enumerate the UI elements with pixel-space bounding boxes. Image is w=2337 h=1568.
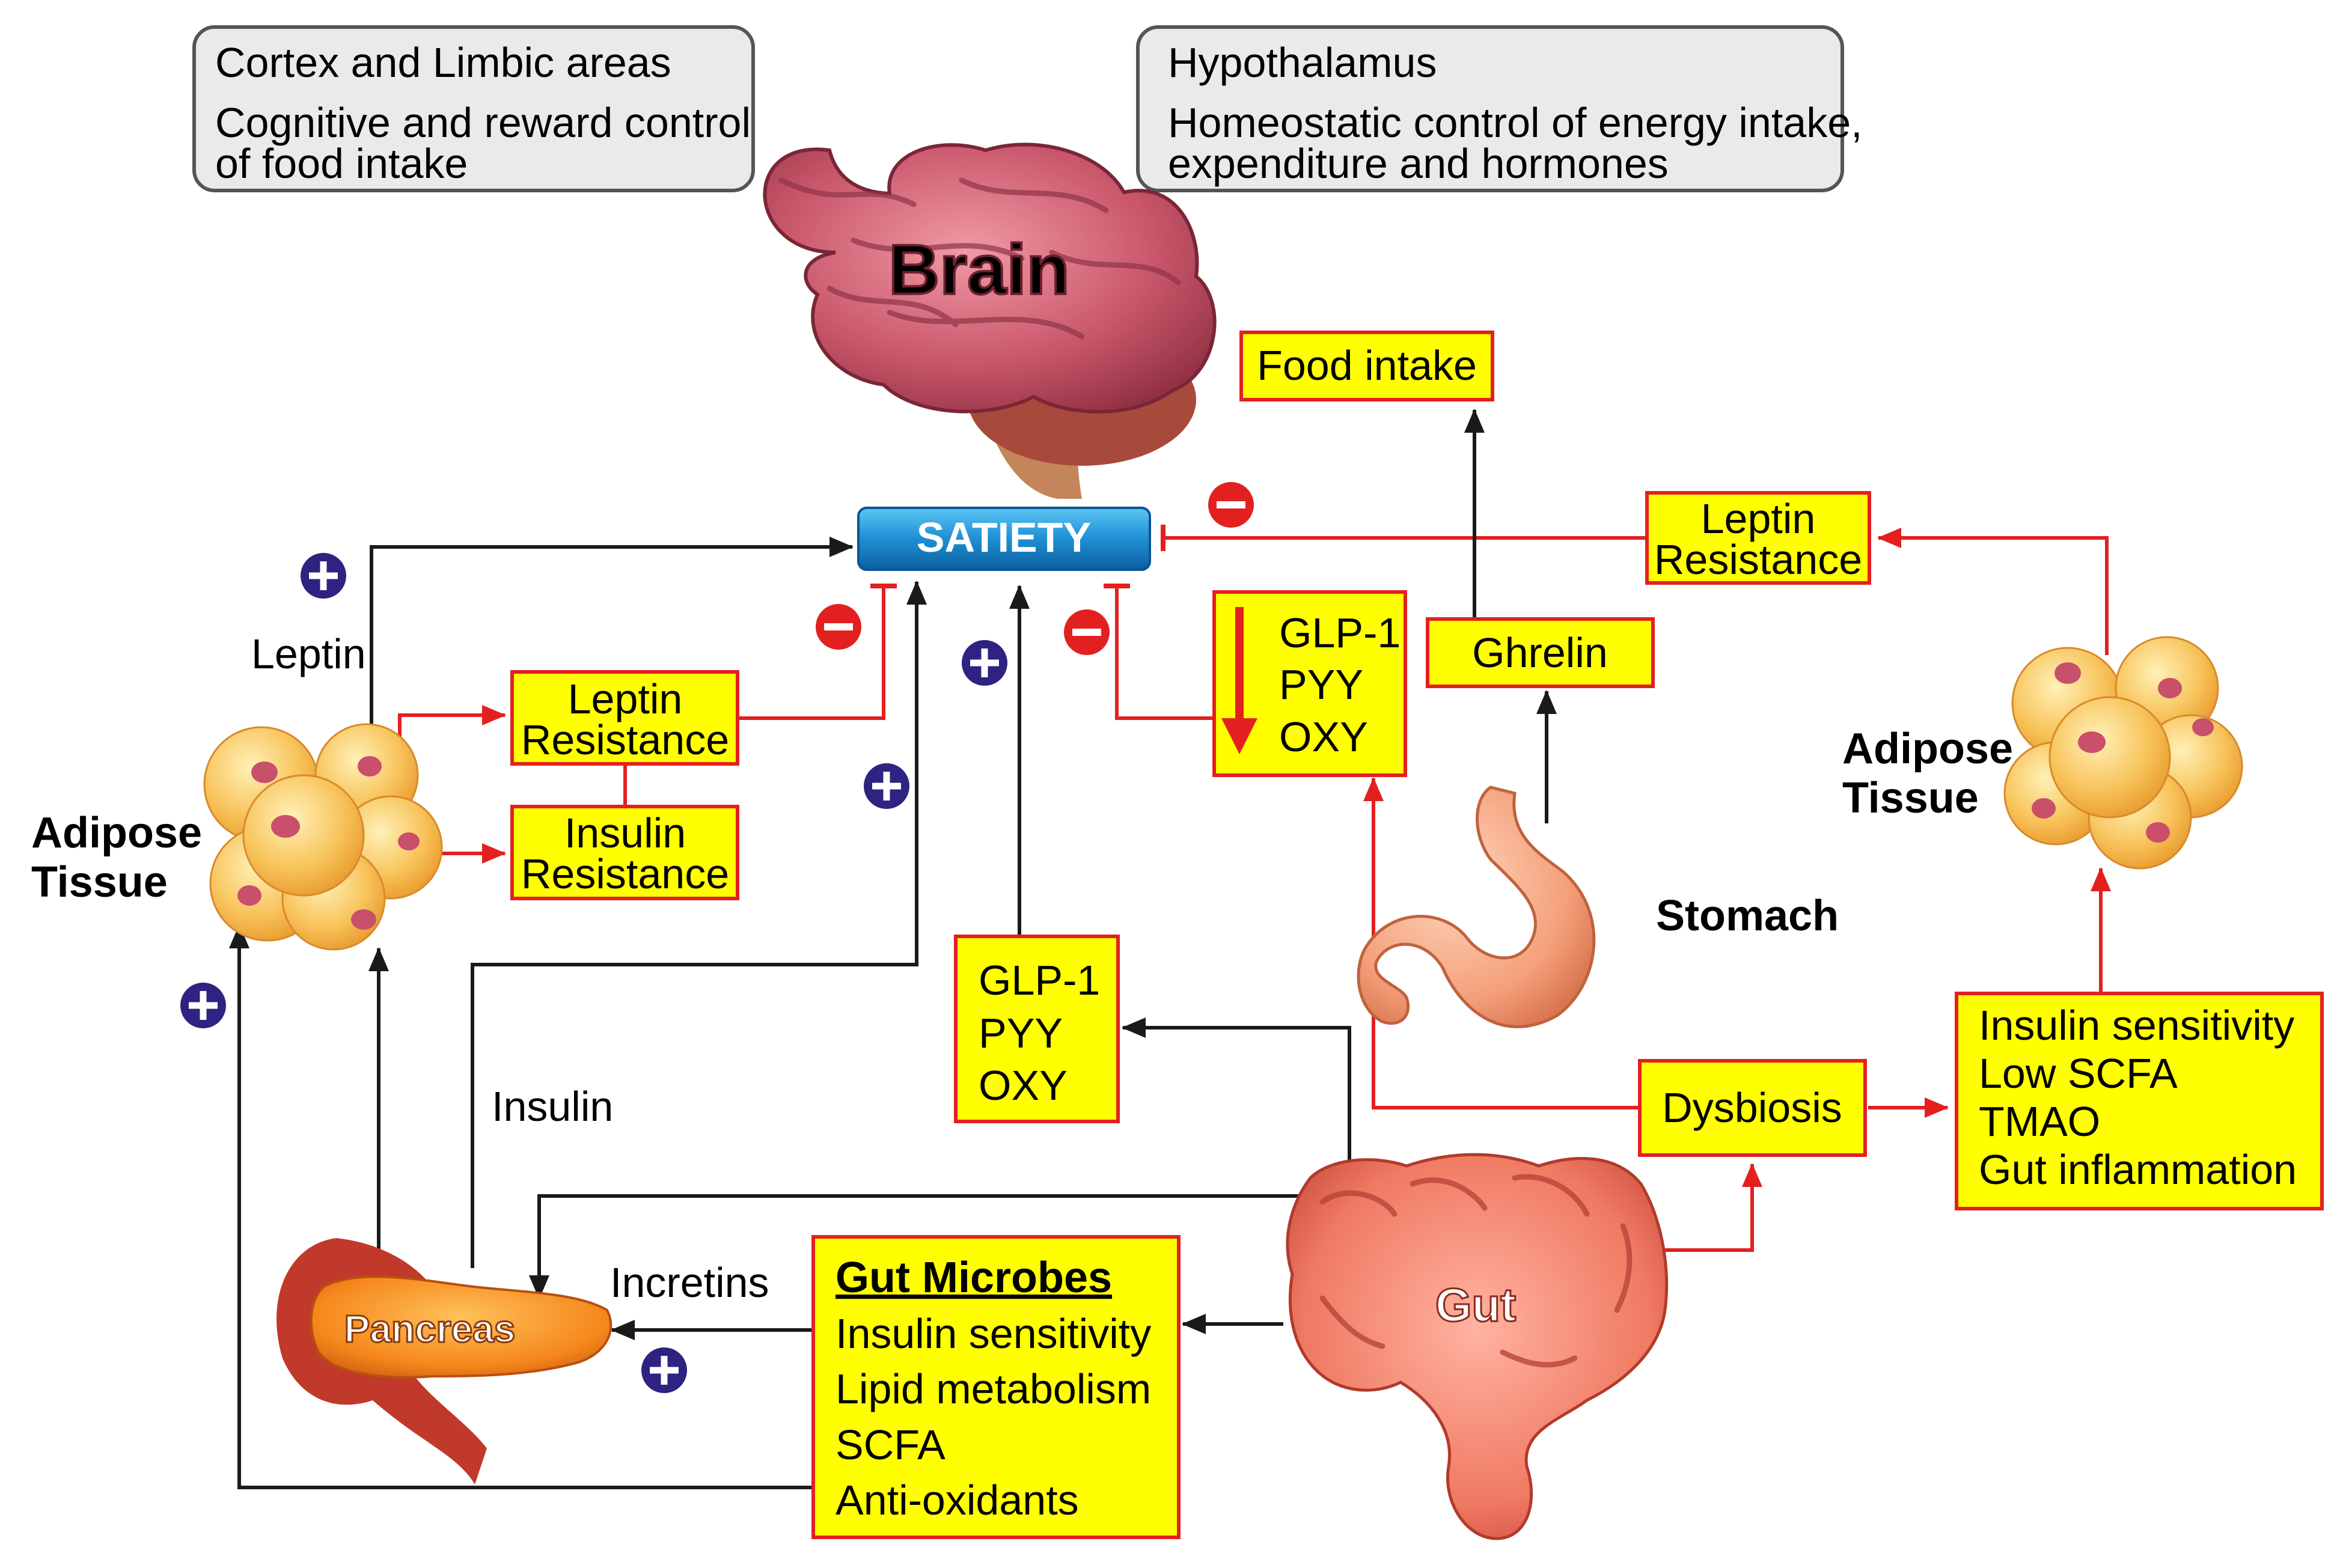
cortex-line-2: of food intake [215, 140, 468, 187]
stomach-illustration [1357, 786, 1596, 1028]
leptin-resistance-left-line-1: Leptin [568, 676, 683, 722]
brain-label: Brain [888, 230, 1070, 310]
dysbiosis-effects-box: Insulin sensitivity Low SCFA TMAO Gut in… [1955, 992, 2324, 1210]
stomach-label: Stomach [1656, 892, 1839, 940]
adipose-tissue-left-illustration [203, 723, 443, 951]
insulin-resistance-line-1: Insulin [564, 810, 686, 856]
decreased-hormone-2: PYY [1279, 661, 1363, 708]
gut-illustration: Gut [1286, 1153, 1669, 1540]
gut-hormones-box: GLP-1 PYY OXY [954, 935, 1120, 1123]
satiety-box: SATIETY [857, 507, 1151, 571]
food-intake-label: Food intake [1257, 342, 1477, 389]
adipose-to-leptin-resistance-arrow [1877, 528, 2109, 655]
minus-sign-icon [1208, 482, 1254, 528]
adipose-left-label-2: Tissue [31, 858, 168, 906]
cortex-info-box: Cortex and Limbic areas Cognitive and re… [192, 25, 755, 192]
adipose-right-label-1: Adipose [1842, 725, 2013, 773]
cortex-line-1: Cognitive and reward control [215, 99, 751, 146]
dysbiosis-effect-2: Low SCFA [1979, 1050, 2178, 1097]
gut-microbes-box: Gut Microbes Insulin sensitivity Lipid m… [811, 1235, 1181, 1539]
hypothalamus-line-1: Homeostatic control of energy intake, [1168, 99, 1863, 146]
gut-microbes-item-4: Anti-oxidants [836, 1477, 1079, 1524]
microbes-to-adipose-arrow [229, 924, 811, 1489]
decreased-hormone-1: GLP-1 [1279, 609, 1401, 656]
decreased-hormones-box: GLP-1 PYY OXY [1212, 590, 1407, 777]
insulin-resistance-line-2: Resistance [521, 850, 729, 897]
leptin-to-satiety-arrow [370, 537, 854, 730]
insulin-label: Insulin [492, 1083, 613, 1130]
dysbiosis-effect-4: Gut inflammation [1979, 1146, 2297, 1193]
gut-microbes-item-3: SCFA [836, 1421, 945, 1468]
minus-sign-icon [816, 604, 861, 650]
incretins-to-pancreas-arrow [529, 1194, 1301, 1299]
leptin-resistance-right-line-2: Resistance [1654, 536, 1862, 583]
pancreas-label: Pancreas [344, 1307, 516, 1350]
hypothalamus-info-box: Hypothalamus Homeostatic control of ener… [1136, 25, 1863, 192]
gut-to-gut-hormones-arrow [1122, 1017, 1351, 1160]
decreased-hormones-inhibit-line [1104, 584, 1214, 720]
hypothalamus-title: Hypothalamus [1168, 39, 1437, 86]
dysbiosis-to-hormones-arrow [1363, 777, 1638, 1109]
decreased-hormone-3: OXY [1279, 713, 1368, 760]
ghrelin-label: Ghrelin [1472, 629, 1608, 676]
food-intake-box: Food intake [1239, 331, 1494, 401]
leptin-resistance-left-box: Leptin Resistance [510, 670, 739, 766]
gut-microbes-title: Gut Microbes [836, 1254, 1112, 1302]
gut-hormone-1: GLP-1 [979, 957, 1100, 1004]
pancreas-illustration: Pancreas [276, 1238, 613, 1484]
insulin-to-satiety-arrow [471, 581, 927, 1268]
gut-label: Gut [1435, 1278, 1516, 1331]
leptin-resistance-left-line-2: Resistance [521, 716, 729, 763]
brain-illustration: Brain [763, 142, 1217, 499]
gut-hormone-2: PYY [979, 1010, 1063, 1057]
insulin-resistance-box: Insulin Resistance [510, 805, 739, 900]
gut-microbes-item-2: Lipid metabolism [836, 1365, 1151, 1412]
dysbiosis-box: Dysbiosis [1638, 1059, 1867, 1157]
dysbiosis-effect-1: Insulin sensitivity [1979, 1002, 2294, 1049]
minus-sign-icon [1064, 609, 1110, 655]
plus-sign-icon [180, 983, 226, 1028]
cortex-title: Cortex and Limbic areas [215, 39, 671, 86]
plus-sign-icon [864, 763, 909, 809]
down-arrowhead-icon [1221, 718, 1257, 754]
plus-sign-icon [301, 553, 346, 599]
adipose-tissue-right-illustration [2003, 636, 2243, 870]
gut-to-dysbiosis-arrow [1665, 1163, 1762, 1252]
incretins-label: Incretins [610, 1259, 769, 1306]
dysbiosis-effect-3: TMAO [1979, 1098, 2100, 1145]
leptin-resistance-inhibit-line [739, 584, 897, 720]
gut-microbes-item-1: Insulin sensitivity [836, 1310, 1151, 1357]
adipose-right-label-2: Tissue [1842, 774, 1979, 822]
plus-sign-icon [962, 640, 1007, 686]
adipose-to-leptin-resistance-left-arrow [398, 705, 506, 739]
adipose-left-label-1: Adipose [31, 809, 202, 857]
ghrelin-box: Ghrelin [1426, 617, 1655, 688]
gut-hormone-3: OXY [979, 1062, 1068, 1109]
satiety-label: SATIETY [917, 514, 1091, 561]
leptin-resistance-right-line-1: Leptin [1701, 495, 1816, 542]
plus-sign-icon [641, 1347, 687, 1393]
leptin-resistance-right-box: Leptin Resistance [1645, 491, 1871, 585]
hypothalamus-line-2: expenditure and hormones [1168, 140, 1669, 187]
dysbiosis-label: Dysbiosis [1662, 1084, 1842, 1131]
leptin-label: Leptin [251, 630, 366, 677]
